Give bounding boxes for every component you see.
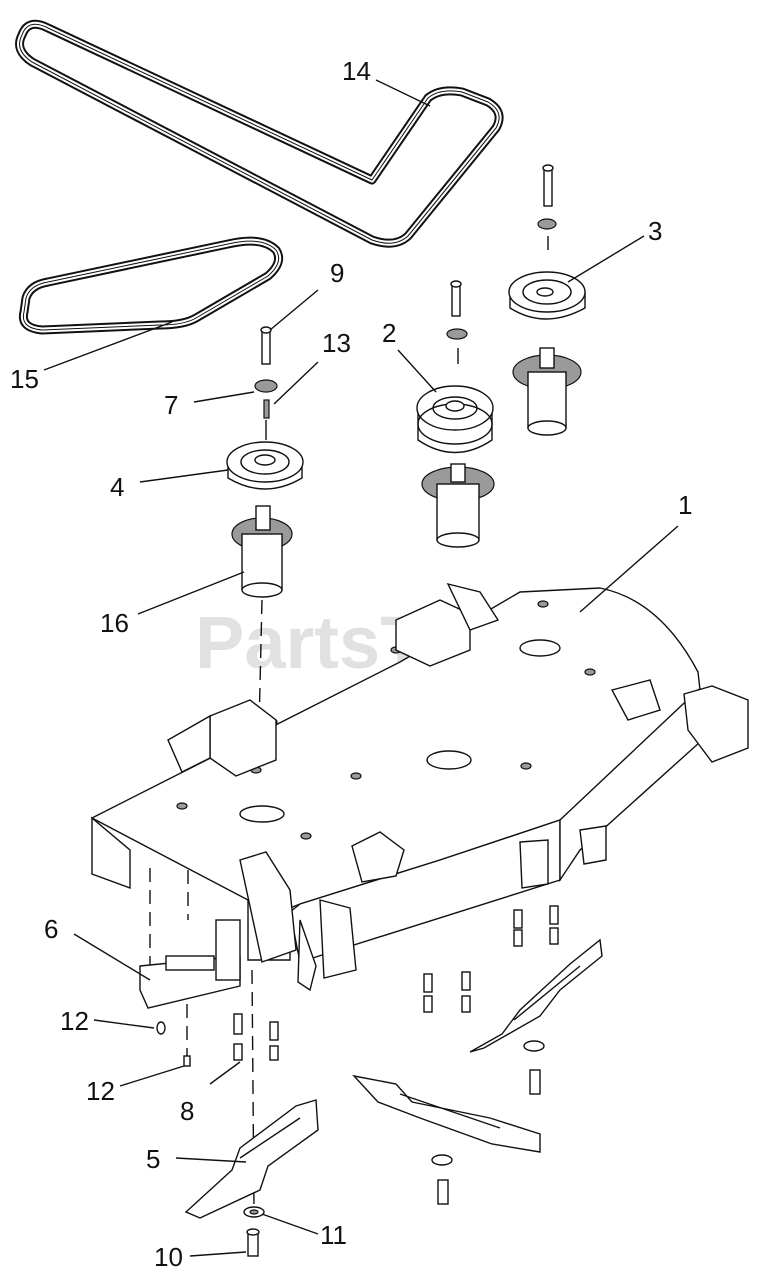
leader-16 (137, 571, 245, 615)
callout-11: 11 (320, 1220, 347, 1250)
pulley-4-assembly (226, 326, 304, 598)
leader-8 (209, 1061, 241, 1085)
callout-16: 16 (100, 608, 129, 638)
callout-10: 10 (154, 1242, 183, 1272)
callout-9: 9 (330, 258, 344, 288)
bolt-12-lower (183, 1055, 191, 1067)
callout-15: 15 (10, 364, 39, 394)
blade-5-left (184, 1099, 319, 1219)
washer-11 (243, 1206, 265, 1218)
bolt-10 (246, 1228, 260, 1257)
callout-12-lower: 12 (86, 1076, 115, 1106)
pulley-2-assembly (416, 280, 495, 548)
mower-deck-1 (90, 582, 749, 992)
belt-15 (18, 236, 284, 335)
blade-5-center (352, 1074, 541, 1153)
leader-12-upper (93, 1019, 155, 1029)
callout-7: 7 (164, 390, 178, 420)
pulley-3-assembly (508, 164, 586, 436)
callout-13: 13 (322, 328, 351, 358)
callout-2: 2 (382, 318, 396, 348)
bolt-12-upper (156, 1021, 166, 1035)
leader-12-lower (119, 1065, 185, 1087)
leader-15 (43, 321, 173, 371)
callout-3: 3 (648, 216, 662, 246)
leader-2 (397, 349, 437, 393)
bolts-8 (233, 905, 559, 1061)
leader-5 (175, 1157, 247, 1163)
leader-9 (269, 289, 319, 331)
center-blade-hardware (431, 1154, 453, 1205)
callout-1: 1 (678, 490, 692, 520)
leader-4 (139, 469, 229, 483)
callout-6: 6 (44, 914, 58, 944)
callout-14: 14 (342, 56, 371, 86)
callout-4: 4 (110, 472, 124, 502)
blade-5-right (469, 938, 603, 1053)
leader-7 (193, 391, 255, 403)
callout-5: 5 (146, 1144, 160, 1174)
leader-14 (375, 79, 431, 107)
leader-6 (73, 933, 151, 981)
leader-10 (189, 1251, 247, 1257)
callout-12-upper: 12 (60, 1006, 89, 1036)
baffle-6 (139, 919, 241, 1009)
leader-11 (261, 1213, 319, 1235)
leader-1 (579, 525, 679, 613)
leader-3 (567, 235, 645, 283)
callout-8: 8 (180, 1096, 194, 1126)
right-blade-hardware (523, 1040, 545, 1095)
belt-14 (15, 19, 504, 248)
leader-13 (273, 361, 319, 405)
